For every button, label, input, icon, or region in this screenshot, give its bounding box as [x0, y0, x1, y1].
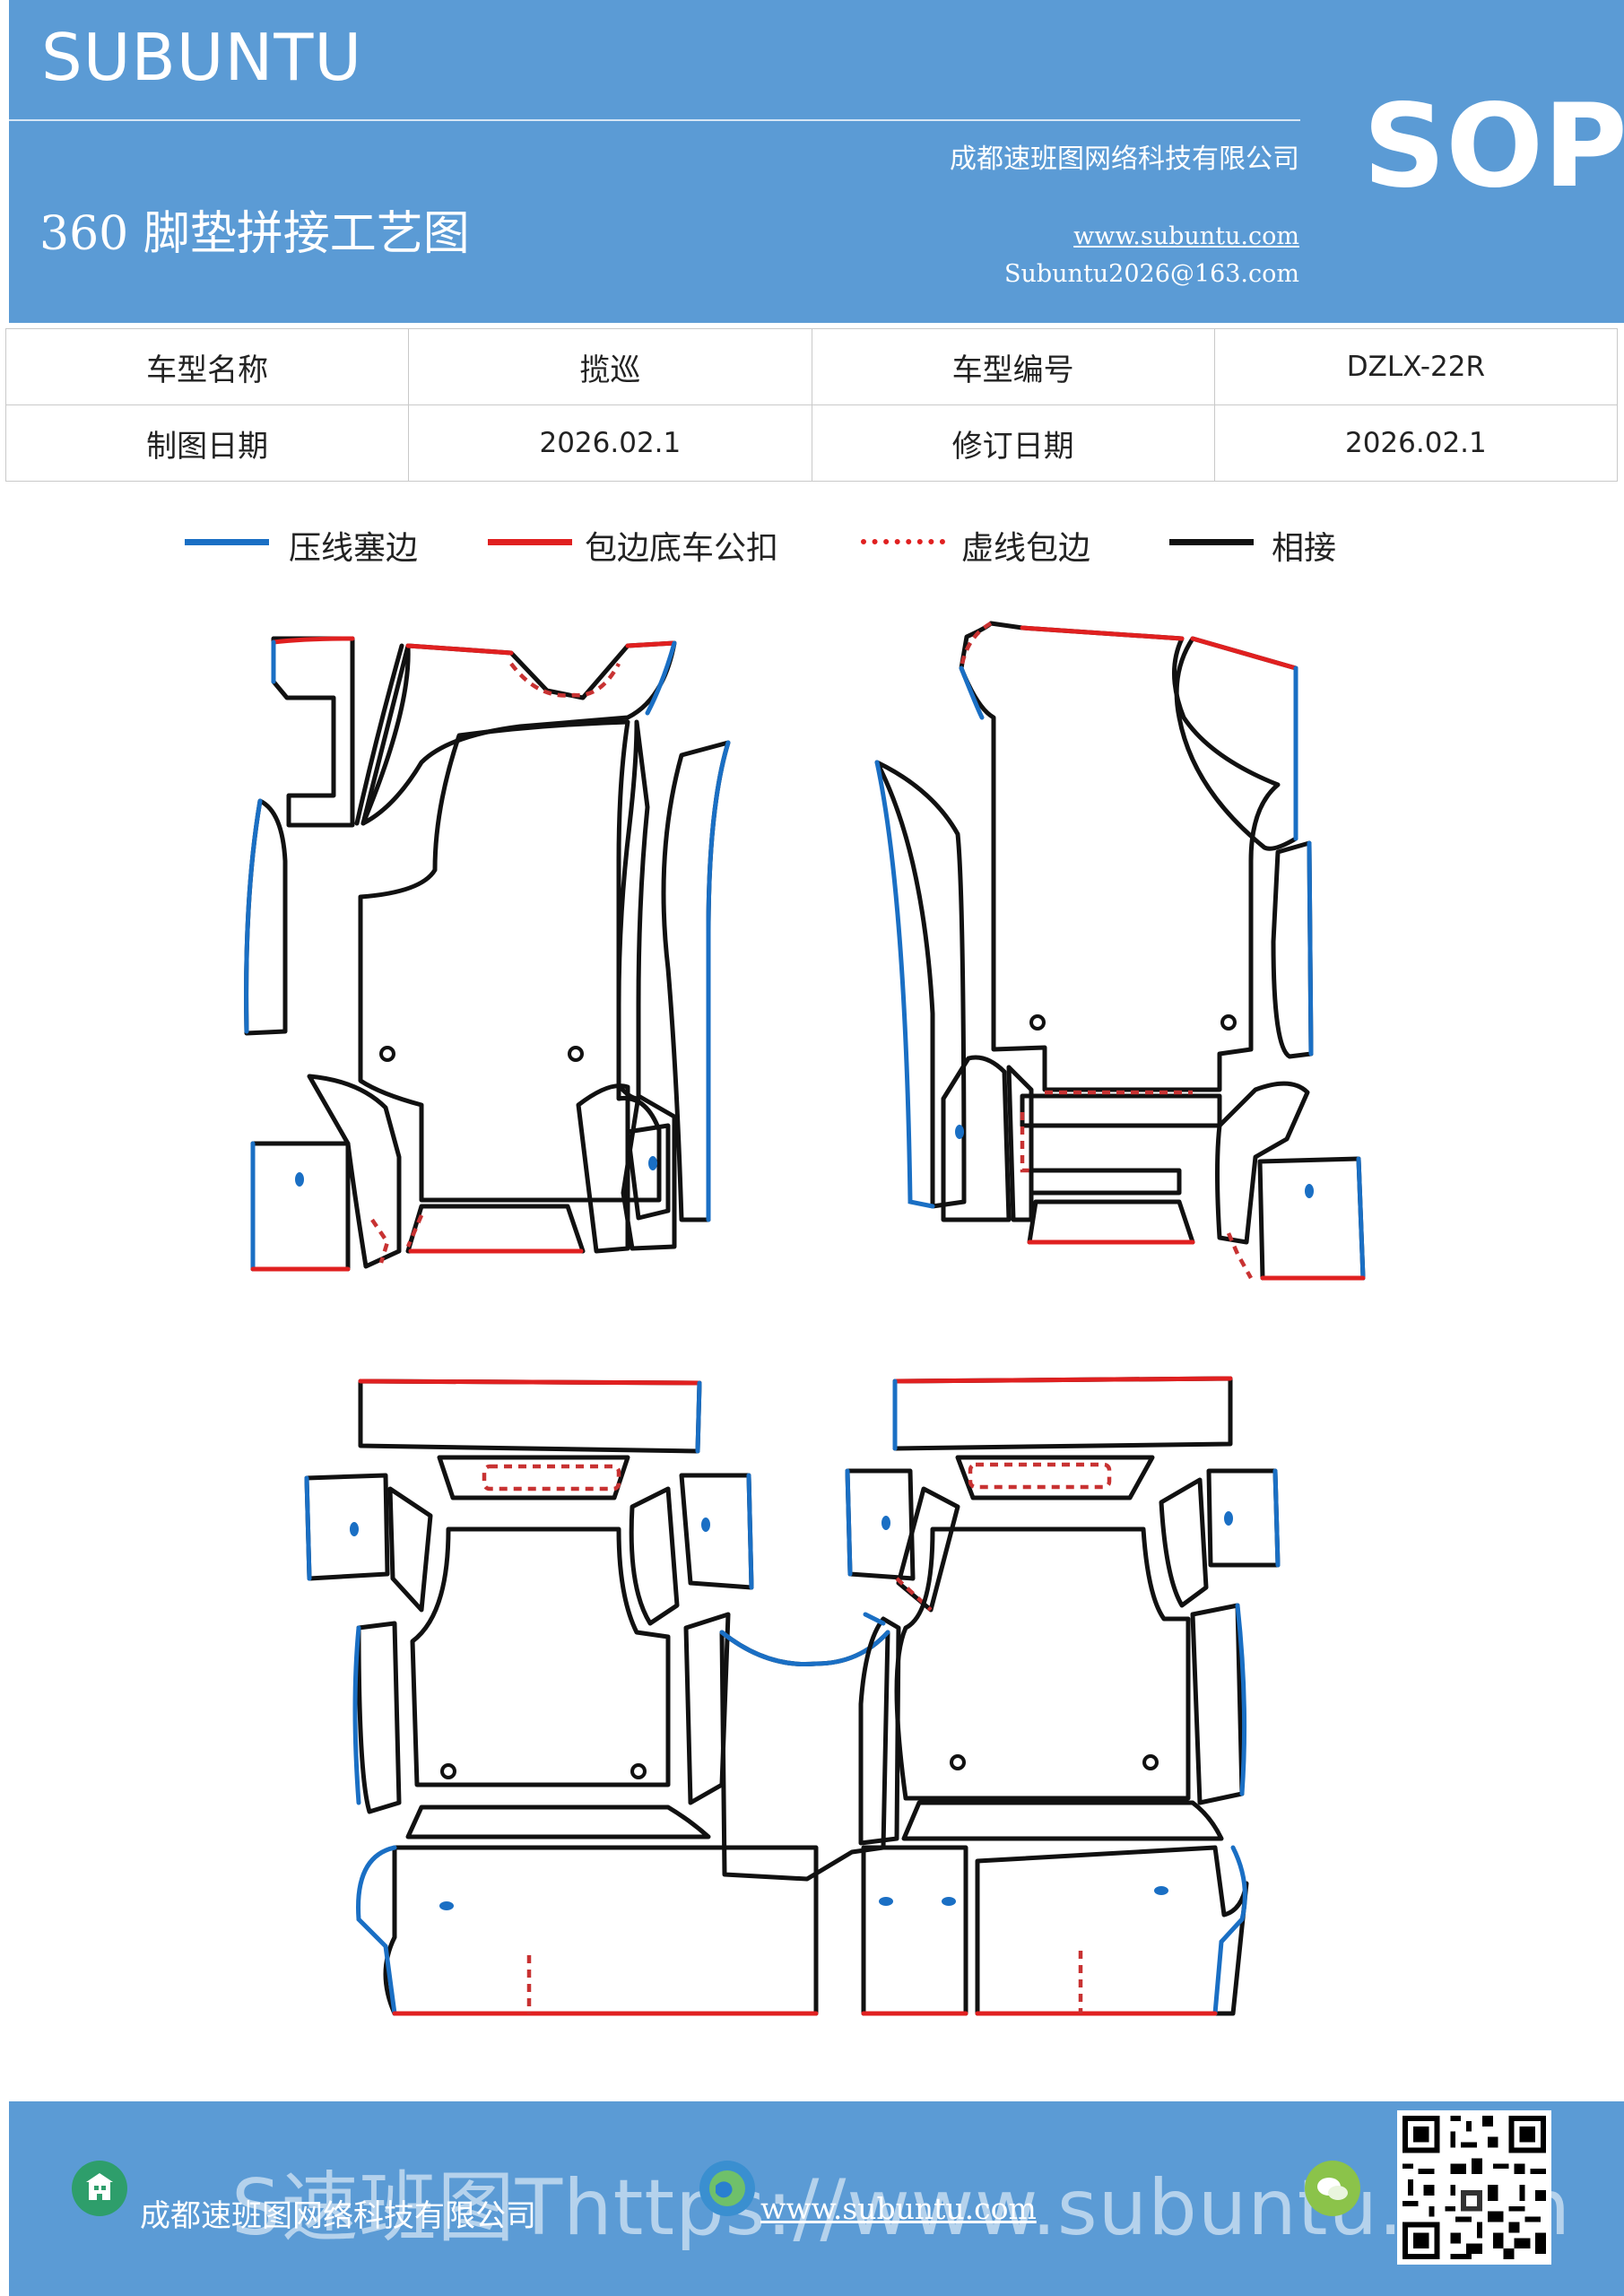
footer-company: 成都速班图网络科技有限公司	[140, 2198, 536, 2234]
floor-mat-diagram: .k { fill:none; stroke:#111; stroke-widt…	[244, 621, 1366, 2016]
front-left-mat	[244, 636, 731, 1272]
page-header: SUBUNTU SOP 360 脚垫拼接工艺图 成都速班图网络科技有限公司 ww…	[9, 0, 1624, 323]
value-vehicle-name: 揽巡	[408, 328, 812, 405]
building-icon	[72, 2161, 127, 2216]
label-revision-date: 修订日期	[811, 404, 1215, 482]
legend-label: 虚线包边	[961, 530, 1091, 567]
line-legend: 压线塞边 包边底车公扣 虚线包边 相接	[0, 522, 1624, 576]
page-footer: S速班图Thttps://www.subuntu.com 成都速班图网络科技有限…	[9, 2101, 1624, 2296]
document-title: 360 脚垫拼接工艺图	[39, 207, 470, 261]
legend-swatch-black	[1169, 539, 1254, 545]
table-row: 制图日期 2026.02.1 修订日期 2026.02.1	[4, 404, 1619, 482]
legend-swatch-red	[488, 539, 572, 545]
label-vehicle-name: 车型名称	[4, 328, 410, 405]
legend-label: 压线塞边	[289, 530, 419, 567]
label-vehicle-code: 车型编号	[811, 328, 1215, 405]
company-name: 成都速班图网络科技有限公司	[950, 144, 1299, 175]
table-row: 车型名称 揽巡 车型编号 DZLX-22R	[4, 328, 1619, 405]
brand-name: SUBUNTU	[41, 20, 363, 95]
value-drawing-date: 2026.02.1	[408, 404, 812, 482]
qr-code	[1397, 2110, 1551, 2265]
front-right-mat	[874, 621, 1366, 1281]
legend-swatch-red-dashed	[861, 539, 945, 544]
sop-badge: SOP	[1363, 80, 1624, 213]
legend-swatch-blue	[185, 539, 269, 545]
rear-left-mat	[304, 1378, 819, 2016]
rear-right-mat	[845, 1376, 1281, 2016]
label-drawing-date: 制图日期	[4, 404, 410, 482]
footer-website[interactable]: www.subuntu.com	[760, 2191, 1037, 2226]
legend-label: 包边底车公扣	[585, 530, 779, 567]
value-revision-date: 2026.02.1	[1213, 404, 1619, 482]
vehicle-info-table: 车型名称 揽巡 车型编号 DZLX-22R 制图日期 2026.02.1 修订日…	[4, 328, 1619, 482]
wechat-icon	[1305, 2161, 1360, 2216]
value-vehicle-code: DZLX-22R	[1213, 328, 1619, 405]
email-address[interactable]: Subuntu2026@163.com	[1004, 260, 1299, 288]
globe-icon	[699, 2161, 755, 2216]
website-link[interactable]: www.subuntu.com	[1073, 222, 1299, 250]
header-divider	[9, 119, 1300, 121]
legend-label: 相接	[1272, 530, 1337, 567]
